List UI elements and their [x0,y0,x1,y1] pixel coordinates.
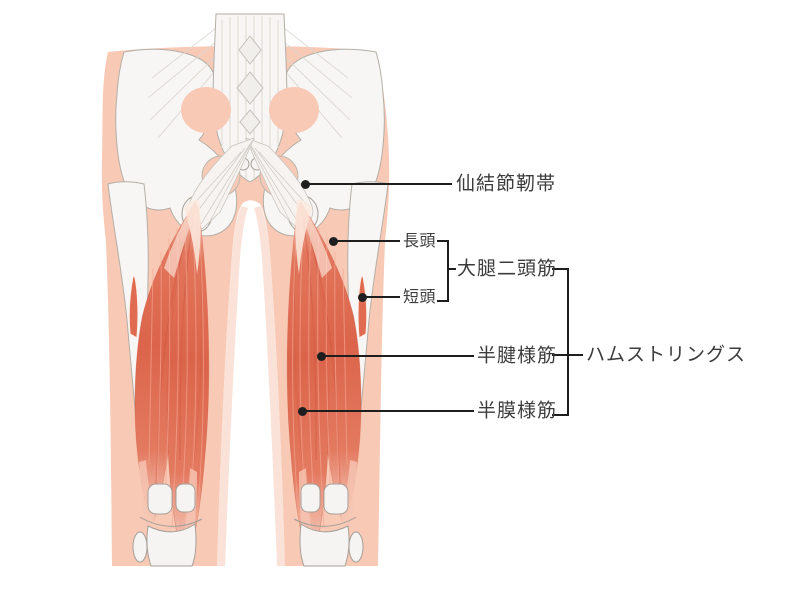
label-hamstrings: ハムストリングス [586,343,747,366]
bracket-biceps-connector [447,268,456,270]
leader-line-semitendinosus [321,355,474,357]
leader-line-short-head [362,296,400,298]
gluteal-dimple-left [181,87,231,133]
bracket-hamstrings-connector [552,354,583,356]
bracket-hamstrings [552,268,569,416]
thigh-muscles [286,181,389,567]
bracket-biceps-heads [437,240,449,302]
label-long-head: 長頭 [403,231,437,250]
label-semitendinosus: 半腱様筋 [477,344,558,367]
leader-line-semimembranosus [302,410,474,412]
gluteal-dimple-right [269,87,319,133]
label-biceps-femoris: 大腿二頭筋 [457,257,558,280]
label-semimembranosus: 半膜様筋 [477,399,558,422]
leader-line-sacrotuberous [305,183,452,185]
sacrum [212,13,288,183]
label-sacrotuberous-ligament: 仙結節靭帯 [456,172,557,195]
leader-line-long-head [333,240,400,242]
label-short-head: 短頭 [403,287,437,306]
knee-bones [293,483,364,567]
pelvis-bones [115,13,385,237]
